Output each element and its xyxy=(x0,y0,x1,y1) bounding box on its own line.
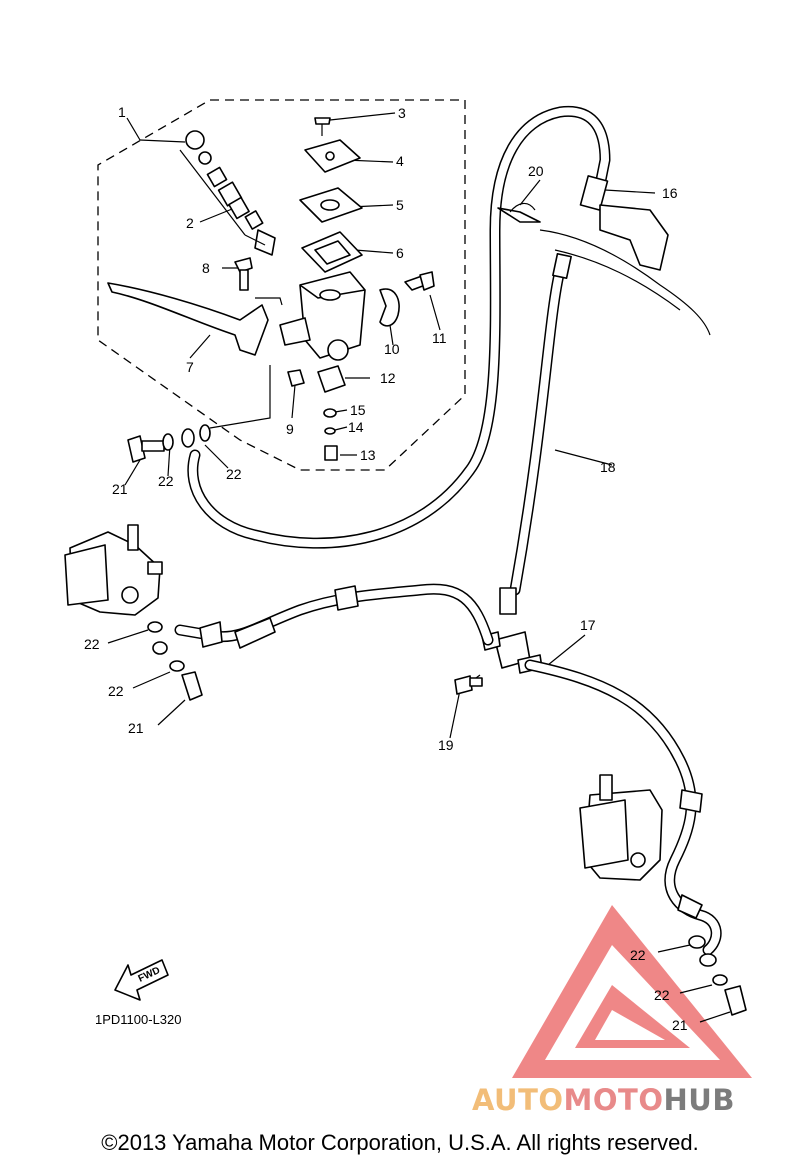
fwd-arrow-icon: FWD xyxy=(114,959,169,1001)
callout-22-right-b: 22 xyxy=(654,987,670,1003)
callout-2: 2 xyxy=(186,215,194,231)
callout-1: 1 xyxy=(118,104,126,120)
callout-22-upper-a: 22 xyxy=(158,473,174,489)
callout-18: 18 xyxy=(600,459,616,475)
watermark-part-auto: AUTO xyxy=(472,1083,564,1117)
callout-22-left-a: 22 xyxy=(84,636,100,652)
callout-21-right: 21 xyxy=(672,1017,688,1033)
callout-4: 4 xyxy=(396,153,404,169)
callout-21-left: 21 xyxy=(128,720,144,736)
callout-15: 15 xyxy=(350,402,366,418)
callout-7: 7 xyxy=(186,359,194,375)
left-brake-caliper xyxy=(64,524,203,701)
callout-8: 8 xyxy=(202,260,210,276)
callout-11: 11 xyxy=(432,330,447,346)
callout-22-left-b: 22 xyxy=(108,683,124,699)
callout-16: 16 xyxy=(662,185,678,201)
assembly-boundary xyxy=(97,99,466,471)
copyright-notice: ©2013 Yamaha Motor Corporation, U.S.A. A… xyxy=(101,1130,699,1155)
diagram-code: 1PD1100-L320 xyxy=(95,1012,182,1027)
callout-6: 6 xyxy=(396,245,404,261)
callout-22-right-a: 22 xyxy=(630,947,646,963)
watermark-part-hub: HUB xyxy=(663,1083,735,1117)
right-brake-hose xyxy=(524,659,722,956)
brake-hose-18 xyxy=(499,252,572,615)
watermark-part-moto: MOTO xyxy=(563,1083,664,1117)
callout-14: 14 xyxy=(348,419,364,435)
callout-9: 9 xyxy=(286,421,294,437)
right-brake-caliper xyxy=(579,774,747,1016)
watermark-brand: AUTOMOTOHUB xyxy=(472,1083,735,1117)
callout-21-upper: 21 xyxy=(112,481,128,497)
master-cylinder-assembly xyxy=(107,117,435,461)
callout-labels: 1 2 3 4 5 6 7 8 9 10 11 12 13 14 15 16 1… xyxy=(84,104,688,1033)
callout-20: 20 xyxy=(528,163,544,179)
callout-19: 19 xyxy=(438,737,454,753)
callout-22-upper-b: 22 xyxy=(226,466,242,482)
left-brake-hose xyxy=(174,583,494,649)
upper-brake-hose xyxy=(187,105,611,549)
callout-17: 17 xyxy=(580,617,596,633)
upper-banjo-fittings xyxy=(127,424,211,463)
callout-10: 10 xyxy=(384,341,400,357)
callout-5: 5 xyxy=(396,197,404,213)
callout-3: 3 xyxy=(398,105,406,121)
callout-13: 13 xyxy=(360,447,376,463)
watermark-logo xyxy=(512,905,752,1078)
callout-12: 12 xyxy=(380,370,396,386)
upper-frame-bracket xyxy=(497,175,711,336)
